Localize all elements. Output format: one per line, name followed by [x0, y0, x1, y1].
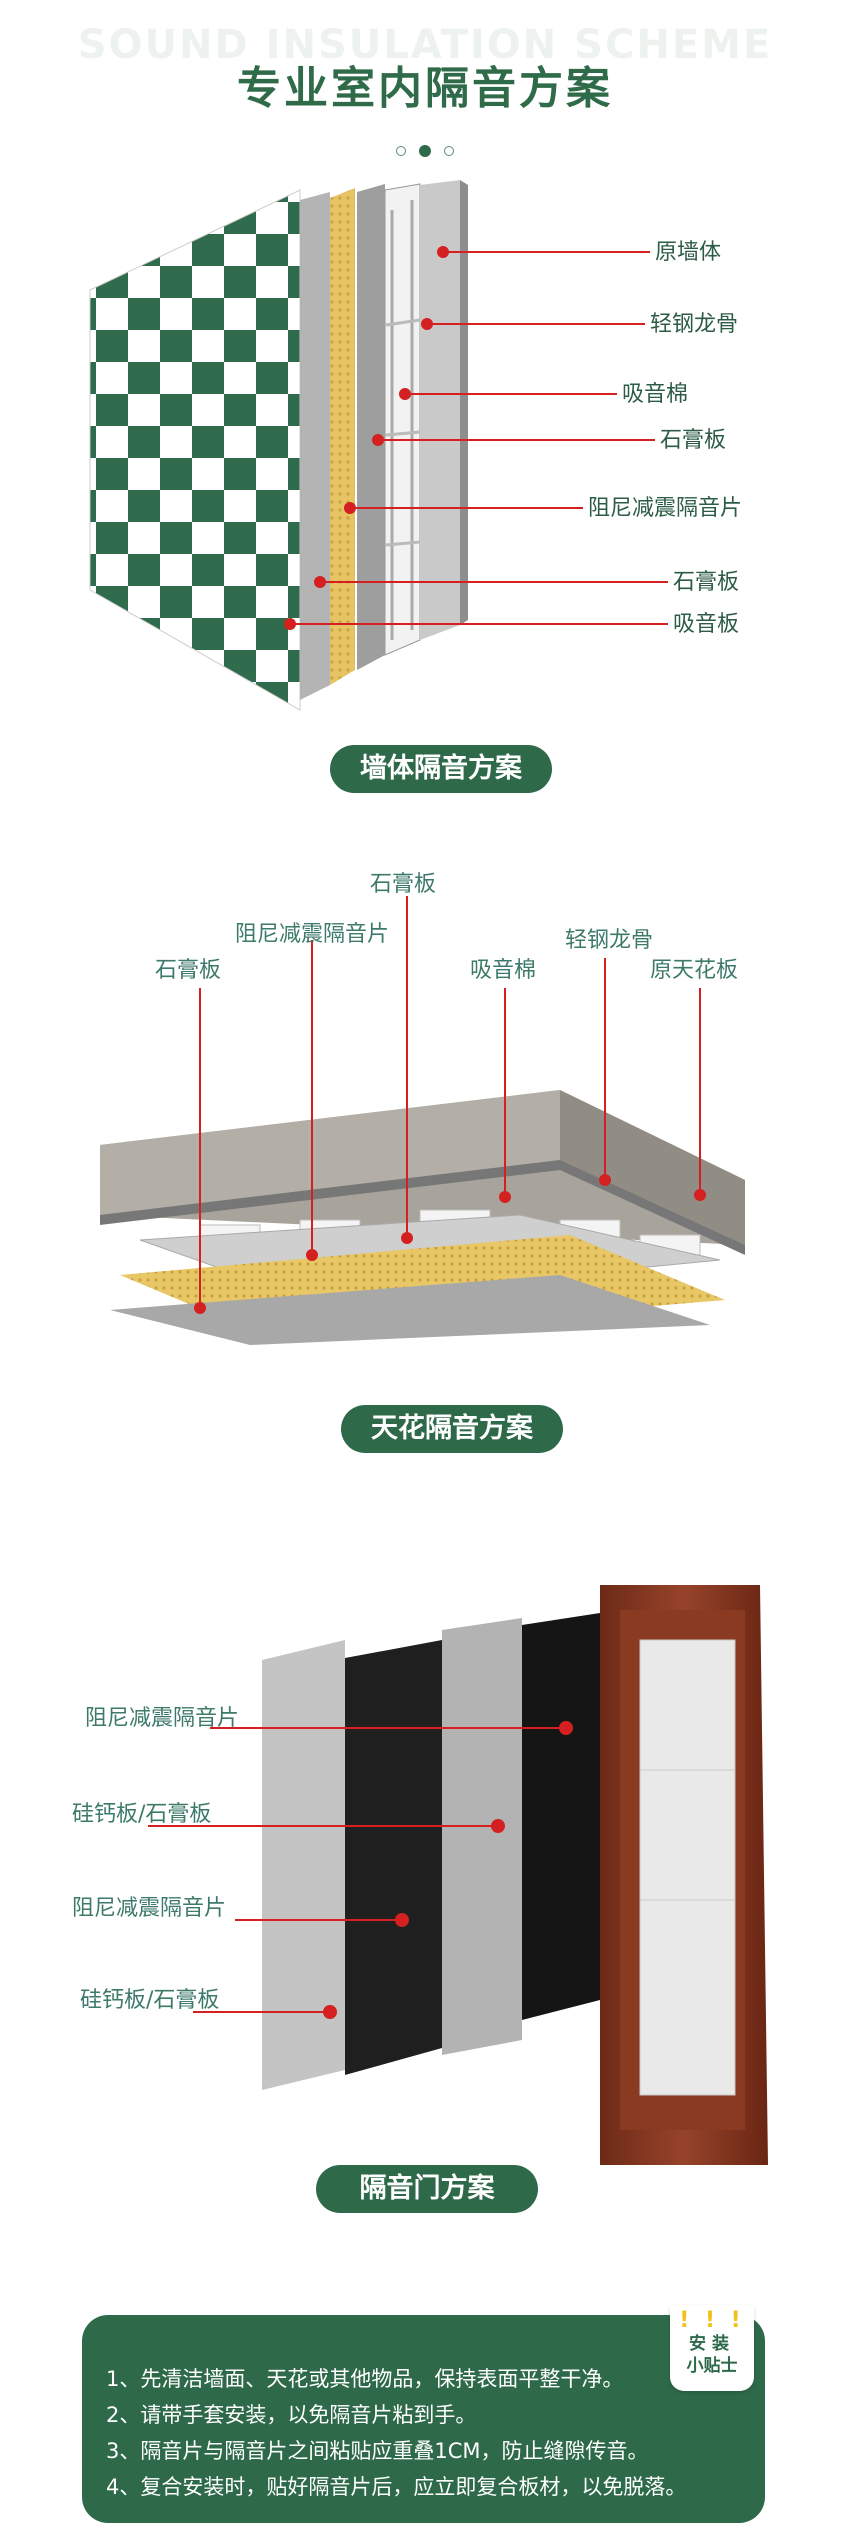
wall-layer-diagram	[89, 180, 668, 711]
gypsum-board-bottom	[110, 1275, 710, 1345]
ceiling-label-sound-wool: 吸音棉	[470, 958, 537, 983]
door-label-calcium-board: 硅钙板/石膏板	[72, 1802, 212, 1827]
gypsum-board-layer-2	[357, 184, 385, 670]
tip-item-2: 2、请带手套安装，以免隔音片粘到手。	[106, 2403, 477, 2427]
exclamation-icon: ! ! !	[679, 2308, 745, 2333]
calcium-board-layer-2	[442, 1618, 522, 2055]
door-label-damping-sheet: 阻尼减震隔音片	[85, 1706, 240, 1731]
tip-item-3: 3、隔音片与隔音片之间粘贴应重叠1CM，防止缝隙传音。	[106, 2439, 649, 2463]
ceiling-layer-diagram	[100, 896, 745, 1345]
ceiling-label-original-ceiling: 原天花板	[650, 958, 739, 983]
ceiling-label-gypsum-board: 石膏板	[155, 958, 222, 983]
label-damping-sheet: 阻尼减震隔音片	[588, 496, 743, 521]
label-acoustic-board: 吸音板	[673, 612, 740, 637]
damping-layer	[330, 188, 355, 685]
tips-badge-line2: 小贴士	[686, 2356, 738, 2376]
label-sound-wool: 吸音棉	[622, 382, 689, 407]
door-scheme-pill: 隔音门方案	[316, 2165, 538, 2213]
tip-item-1: 1、先清洁墙面、天花或其他物品，保持表面平整干净。	[106, 2367, 624, 2391]
carousel-dot[interactable]	[395, 145, 406, 156]
carousel-dots	[0, 140, 850, 159]
calcium-board-layer	[262, 1640, 345, 2090]
ceiling-label-damping-sheet: 阻尼减震隔音片	[235, 922, 390, 947]
label-original-wall: 原墙体	[655, 240, 722, 265]
carousel-dot-active[interactable]	[419, 144, 431, 157]
acoustic-board-layer	[89, 189, 301, 711]
carousel-dot[interactable]	[444, 145, 455, 156]
page-title: 专业室内隔音方案	[237, 63, 613, 114]
label-gypsum-board: 石膏板	[660, 428, 727, 453]
installation-tips-panel: ! ! ! 安装 小贴士 1、先清洁墙面、天花或其他物品，保持表面平整干净。 2…	[82, 2305, 765, 2523]
door-label-damping-sheet-2: 阻尼减震隔音片	[72, 1896, 227, 1921]
wall-scheme-pill: 墙体隔音方案	[330, 745, 552, 793]
door-layer-diagram	[148, 1585, 768, 2165]
label-steel-keel: 轻钢龙骨	[650, 312, 739, 337]
ceiling-scheme-pill: 天花隔音方案	[341, 1405, 563, 1453]
ceiling-label-steel-keel: 轻钢龙骨	[565, 928, 654, 953]
ceiling-label-gypsum-board-top: 石膏板	[370, 872, 437, 897]
steel-keel-layer	[384, 183, 421, 656]
door-label-calcium-board-2: 硅钙板/石膏板	[80, 1988, 220, 2013]
background-title-text: SOUND INSULATION SCHEME	[77, 22, 773, 68]
damping-sheet-black-2	[522, 1613, 600, 2020]
original-wall-layer	[420, 180, 460, 640]
tips-badge-line1: 安装	[689, 2334, 735, 2354]
label-gypsum-board-2: 石膏板	[673, 570, 740, 595]
damping-sheet-black	[345, 1640, 442, 2075]
gypsum-board-layer	[300, 192, 330, 700]
tip-item-4: 4、复合安装时，贴好隔音片后，应立即复合板材，以免脱落。	[106, 2475, 687, 2499]
tips-badge: ! ! ! 安装 小贴士	[670, 2305, 754, 2391]
